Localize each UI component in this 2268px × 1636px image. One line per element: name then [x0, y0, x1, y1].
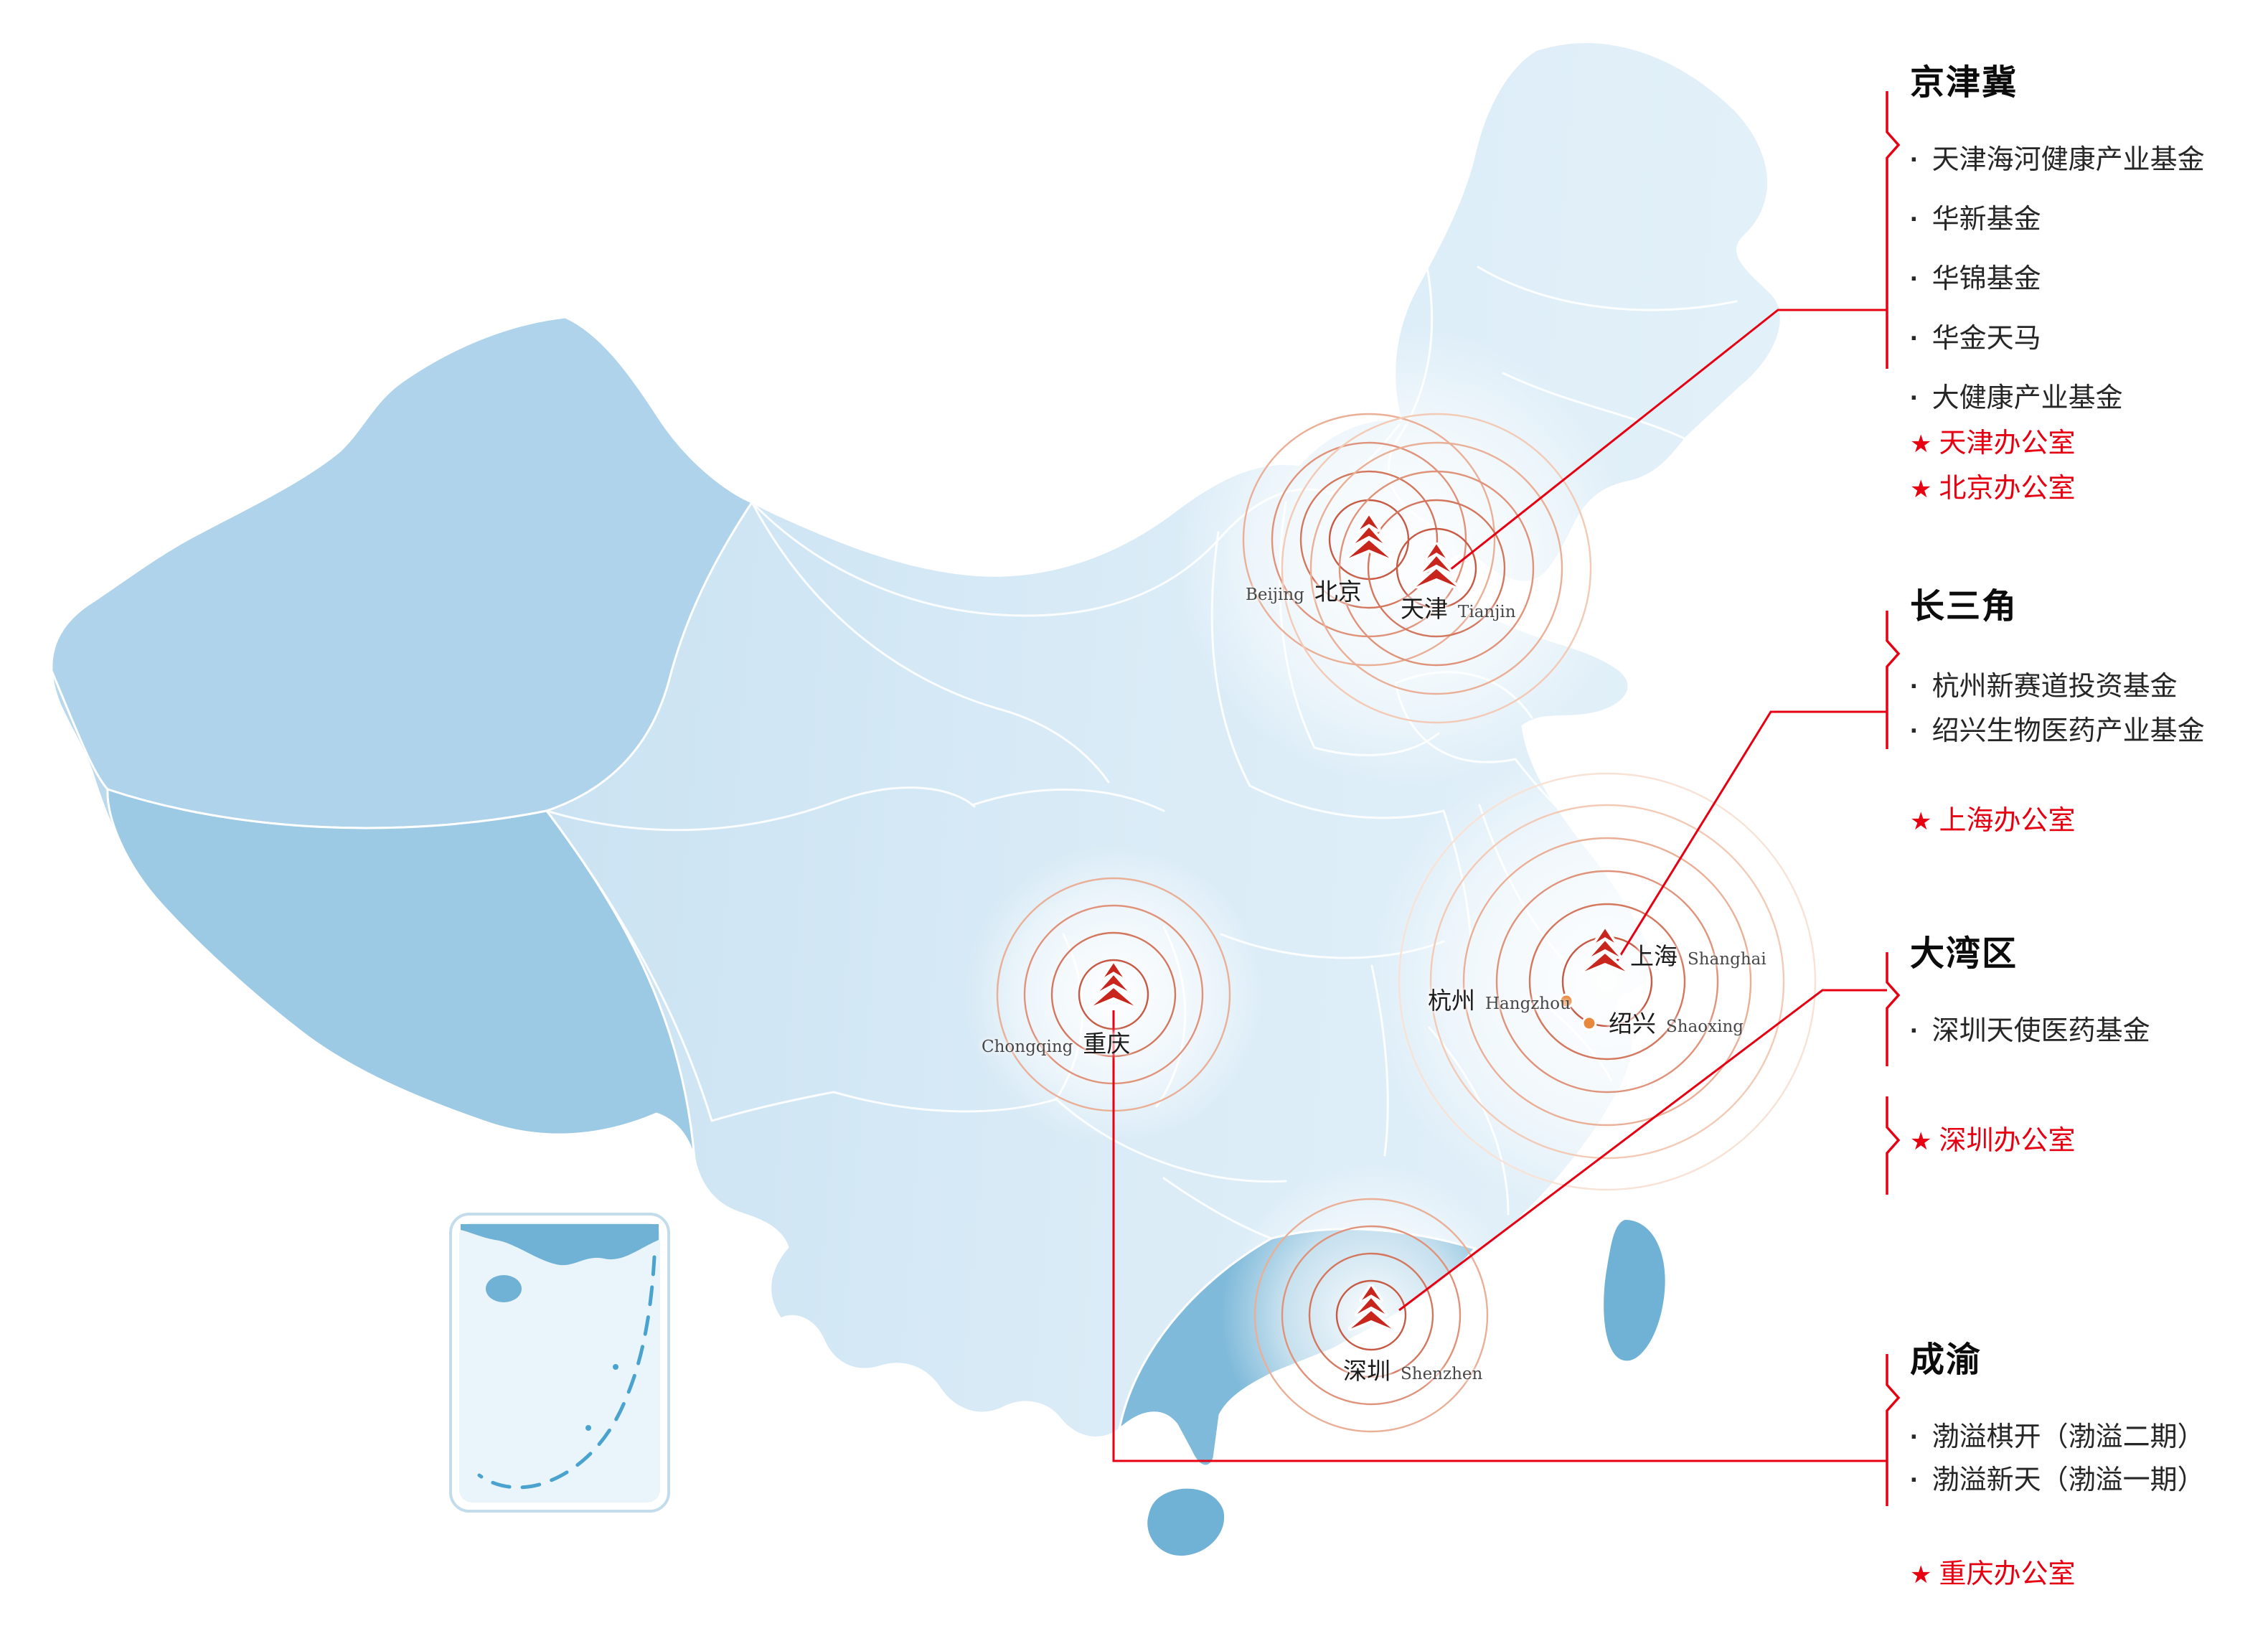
nine-dash-line	[477, 1255, 657, 1490]
bullet-icon: ·	[1910, 716, 1919, 746]
fund-item: ·渤溢新天（渤溢一期）	[1910, 1463, 2268, 1498]
label-tianjin-en: Tianjin	[1458, 603, 1516, 621]
fund-list: ·渤溢棋开（渤溢二期） ·渤溢新天（渤溢一期）	[1910, 1420, 2268, 1498]
inset-islet-dot	[613, 1364, 618, 1370]
region-jingjinji: 京津冀 ·天津海河健康产业基金 ·华新基金 ·华锦基金 ·华金天马 ·大健康产业…	[1910, 63, 2268, 507]
bullet-icon: ·	[1910, 264, 1919, 294]
label-tianjin-zh: 天津	[1401, 595, 1448, 623]
bracket-jingjinji	[1886, 91, 1901, 369]
fund-item: ·大健康产业基金	[1910, 381, 2268, 415]
ripple-shanghai	[1398, 772, 1817, 1191]
label-chongqing-zh: 重庆	[1083, 1030, 1131, 1058]
inset-hainan-island	[486, 1275, 522, 1302]
region-chengyu: 成渝 ·渤溢棋开（渤溢二期） ·渤溢新天（渤溢一期） ★重庆办公室	[1910, 1340, 2268, 1592]
south-china-sea-inset	[449, 1213, 670, 1513]
bracket-changsanjiao	[1886, 611, 1901, 749]
bullet-icon: ·	[1910, 145, 1919, 175]
bullet-icon: ·	[1910, 324, 1919, 354]
star-icon: ★	[1910, 476, 1932, 503]
label-hangzhou: 杭州 Hangzhou	[1428, 982, 1571, 1016]
label-shaoxing: 绍兴 Shaoxing	[1609, 1005, 1744, 1039]
bracket-dawanqu-office	[1886, 1096, 1901, 1195]
connector-chengyu	[1112, 1010, 1887, 1462]
label-hangzhou-en: Hangzhou	[1485, 995, 1571, 1013]
label-hangzhou-zh: 杭州	[1428, 987, 1475, 1015]
bullet-icon: ·	[1910, 1016, 1919, 1046]
office-label: ★重庆办公室	[1910, 1557, 2268, 1592]
fund-list: ·深圳天使医药基金	[1910, 1014, 2268, 1048]
star-icon: ★	[1910, 1561, 1932, 1589]
fund-item: ·杭州新赛道投资基金	[1910, 669, 2268, 704]
fund-item: ·渤溢棋开（渤溢二期）	[1910, 1420, 2268, 1454]
label-beijing-en: Beijing	[1246, 586, 1304, 604]
fund-item: ·深圳天使医药基金	[1910, 1014, 2268, 1048]
bullet-icon: ·	[1910, 204, 1919, 235]
fund-list: ·天津海河健康产业基金 ·华新基金 ·华锦基金 ·华金天马 ·大健康产业基金	[1910, 143, 2268, 415]
inset-islet-dot	[585, 1425, 591, 1431]
label-shanghai-zh: 上海	[1630, 942, 1678, 970]
connector-dawanqu	[1398, 989, 1887, 1312]
label-shaoxing-en: Shaoxing	[1666, 1017, 1744, 1036]
ripple-shenzhen	[1253, 1198, 1489, 1433]
hainan-island	[1147, 1488, 1225, 1556]
office-label: ★天津办公室	[1910, 426, 2268, 461]
label-shanghai-en: Shanghai	[1688, 950, 1766, 969]
bracket-dawanqu	[1886, 952, 1901, 1066]
fund-item: ·华金天马	[1910, 321, 2268, 356]
star-icon: ★	[1910, 1128, 1932, 1155]
bullet-icon: ·	[1910, 383, 1919, 413]
bullet-icon: ·	[1910, 672, 1919, 702]
label-beijing-zh: 北京	[1314, 578, 1362, 606]
label-tianjin: 天津 Tianjin	[1401, 590, 1516, 624]
label-beijing: Beijing 北京	[1246, 573, 1362, 607]
region-title: 长三角	[1910, 588, 2018, 626]
bracket-lines	[1886, 91, 1901, 1506]
bullet-icon: ·	[1910, 1422, 1919, 1452]
fund-item: ·华新基金	[1910, 202, 2268, 237]
star-icon: ★	[1910, 431, 1932, 458]
star-icon: ★	[1910, 808, 1932, 835]
connector-jingjinji	[1446, 309, 1887, 574]
connector-changsanjiao	[1614, 710, 1887, 964]
region-changsanjiao: 长三角 ·杭州新赛道投资基金 ·绍兴生物医药产业基金 ★上海办公室	[1910, 587, 2268, 839]
label-chongqing-en: Chongqing	[982, 1038, 1073, 1056]
fund-item: ·华锦基金	[1910, 262, 2268, 296]
label-shenzhen-en: Shenzhen	[1401, 1365, 1483, 1383]
label-chongqing: Chongqing 重庆	[982, 1025, 1130, 1059]
connector-lines	[1112, 309, 1887, 1462]
region-title: 京津冀	[1910, 64, 2018, 102]
shaoxing-dot	[1581, 1015, 1597, 1031]
bracket-chengyu	[1886, 1354, 1901, 1506]
ripple-tianjin	[1281, 413, 1592, 724]
label-shenzhen: 深圳 Shenzhen	[1343, 1352, 1482, 1386]
label-shenzhen-zh: 深圳	[1343, 1357, 1391, 1385]
office-label: ★深圳办公室	[1910, 1124, 2268, 1159]
hangzhou-dot	[1558, 993, 1574, 1009]
taiwan-island	[1604, 1220, 1665, 1361]
tibet-region	[106, 787, 696, 1160]
region-dawanqu: 大湾区 ·深圳天使医药基金 ★深圳办公室	[1910, 934, 2268, 1159]
office-label: ★北京办公室	[1910, 471, 2268, 507]
office-label: ★上海办公室	[1910, 804, 2268, 839]
fund-item: ·绍兴生物医药产业基金	[1910, 714, 2268, 748]
bullet-icon: ·	[1910, 1465, 1919, 1495]
label-shaoxing-zh: 绍兴	[1609, 1010, 1656, 1038]
region-title: 成渝	[1910, 1341, 1982, 1379]
fund-list: ·杭州新赛道投资基金 ·绍兴生物医药产业基金	[1910, 669, 2268, 748]
inset-mainland-coast	[461, 1224, 659, 1266]
label-shanghai: 上海 Shanghai	[1630, 937, 1766, 972]
region-title: 大湾区	[1910, 935, 2018, 973]
fund-item: ·天津海河健康产业基金	[1910, 143, 2268, 177]
